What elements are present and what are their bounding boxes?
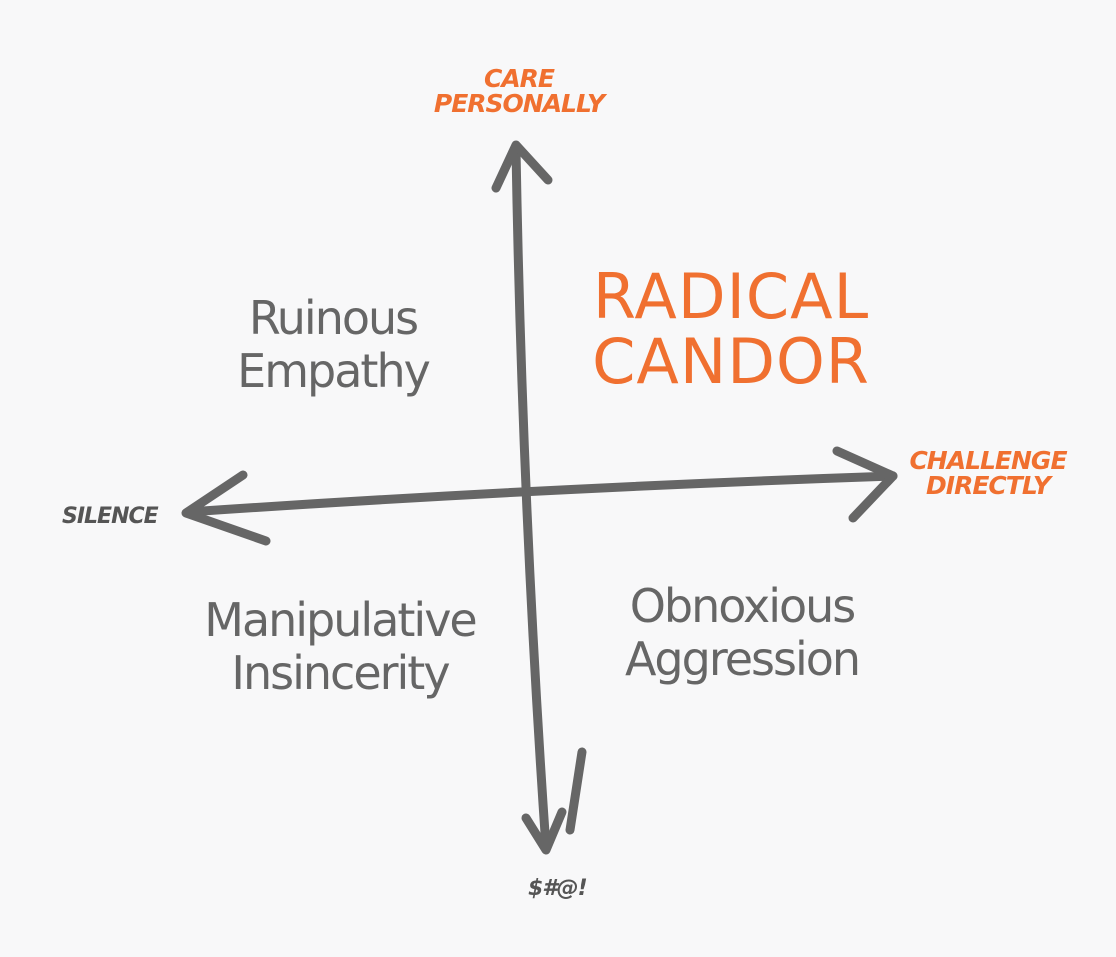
axis-label-care-line2: PERSONALLY <box>433 89 605 118</box>
quadrant-obnoxious-line2: Aggression <box>624 631 861 686</box>
quadrant-manipulative-insincerity: Manipulative Insincerity <box>190 594 490 700</box>
vertical-axis-line <box>511 145 551 853</box>
down-arrow-extra-stroke <box>565 747 587 835</box>
quadrant-manipulative-line2: Insincerity <box>231 645 450 700</box>
quadrant-obnoxious-line1: Obnoxious <box>629 579 857 633</box>
down-arrowhead <box>521 807 567 855</box>
axis-label-care-personally: CARE PERSONALLY <box>424 66 614 116</box>
axis-label-challenge-line2: DIRECTLY <box>926 471 1051 500</box>
axis-label-bottom-symbols: $#@! <box>528 876 588 901</box>
quadrant-ruinous-empathy-line1: Ruinous <box>248 291 419 345</box>
axis-label-care-line1: CARE <box>483 64 555 93</box>
quadrant-radical-candor-line2: CANDOR <box>592 325 870 399</box>
left-arrowhead <box>181 470 271 546</box>
quadrant-manipulative-line1: Manipulative <box>204 593 477 647</box>
quadrant-radical-candor-line1: RADICAL <box>592 260 870 333</box>
right-arrowhead <box>832 446 898 523</box>
axis-label-challenge-directly: CHALLENGE DIRECTLY <box>906 448 1070 498</box>
quadrant-radical-candor: RADICAL CANDOR <box>586 264 876 394</box>
axis-label-silence: SILENCE <box>62 504 159 529</box>
horizontal-axis-line <box>183 471 898 517</box>
quadrant-ruinous-empathy: Ruinous Empathy <box>218 292 448 398</box>
quadrant-obnoxious-aggression: Obnoxious Aggression <box>612 580 872 686</box>
axis-label-challenge-line1: CHALLENGE <box>909 446 1067 475</box>
quadrant-ruinous-empathy-line2: Empathy <box>237 343 431 398</box>
up-arrowhead <box>491 140 553 193</box>
